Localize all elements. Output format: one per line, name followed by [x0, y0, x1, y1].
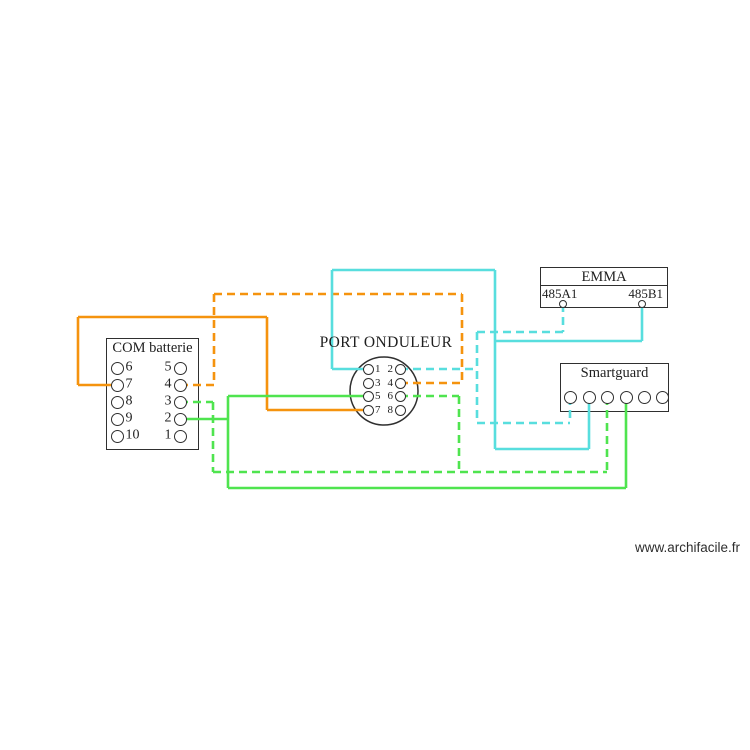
- smartguard-title: Smartguard: [580, 365, 649, 381]
- port-pin-5: [362, 390, 374, 402]
- com-pin-3: [173, 395, 187, 409]
- com-batterie-box: COM batterie: [106, 338, 199, 450]
- com-pin-2: [173, 412, 187, 426]
- smartguard-pin-5: [637, 390, 651, 404]
- port-pin-label-6: 6: [387, 389, 394, 402]
- emma-title: EMMA: [581, 269, 627, 285]
- smartguard-pin-3: [600, 390, 614, 404]
- com-pin-label-5: 5: [164, 359, 172, 375]
- com-pin-label-2: 2: [164, 410, 172, 426]
- com-pin-label-3: 3: [164, 393, 172, 409]
- port-pin-8: [394, 404, 406, 416]
- smartguard-box: Smartguard: [560, 363, 669, 412]
- port-pin-label-2: 2: [387, 362, 394, 375]
- port-onduleur-title: PORT ONDULEUR: [319, 334, 453, 351]
- com-pin-8: [110, 395, 124, 409]
- smartguard-pin-2: [582, 390, 596, 404]
- port-pin-label-3: 3: [375, 376, 381, 389]
- port-pin-7: [362, 404, 374, 416]
- port-pin-label-8: 8: [387, 403, 394, 416]
- port-pin-label-4: 4: [387, 376, 394, 389]
- com-pin-label-1: 1: [164, 427, 172, 443]
- port-pin-4: [394, 377, 406, 389]
- com-pin-label-6: 6: [125, 359, 133, 375]
- emma-terminals: 485A1 485B1: [542, 286, 663, 302]
- smartguard-pin-1: [563, 390, 577, 404]
- watermark: www.archifacile.fr: [634, 540, 740, 555]
- com-pin-label-8: 8: [125, 393, 133, 409]
- com-pin-9: [110, 412, 124, 426]
- smartguard-pin-4: [619, 390, 633, 404]
- com-pin-1: [173, 429, 187, 443]
- com-pin-5: [173, 361, 187, 375]
- terminal-485b1-label: 485B1: [628, 286, 663, 301]
- port-onduleur-circle: [349, 356, 419, 426]
- port-pin-2: [394, 363, 406, 375]
- port-pin-1: [362, 363, 374, 375]
- emma-pin-485B1: [638, 300, 646, 308]
- port-pin-label-7: 7: [375, 403, 381, 416]
- port-pin-label-1: 1: [375, 362, 381, 375]
- port-pin-label-5: 5: [375, 389, 381, 402]
- emma-box: EMMA: [540, 267, 668, 308]
- com-pin-label-10: 10: [125, 427, 140, 443]
- port-pin-3: [362, 377, 374, 389]
- terminal-485a1-label: 485A1: [542, 286, 578, 301]
- com-pin-10: [110, 429, 124, 443]
- com-pin-label-9: 9: [125, 410, 133, 426]
- com-pin-4: [173, 378, 187, 392]
- com-batterie-title: COM batterie: [112, 340, 193, 356]
- com-pin-6: [110, 361, 124, 375]
- port-pin-6: [394, 390, 406, 402]
- smartguard-pin-6: [655, 390, 669, 404]
- com-pin-7: [110, 378, 124, 392]
- com-pin-label-4: 4: [164, 376, 172, 392]
- emma-divider: [540, 285, 668, 286]
- com-pin-label-7: 7: [125, 376, 133, 392]
- emma-pin-485A1: [559, 300, 567, 308]
